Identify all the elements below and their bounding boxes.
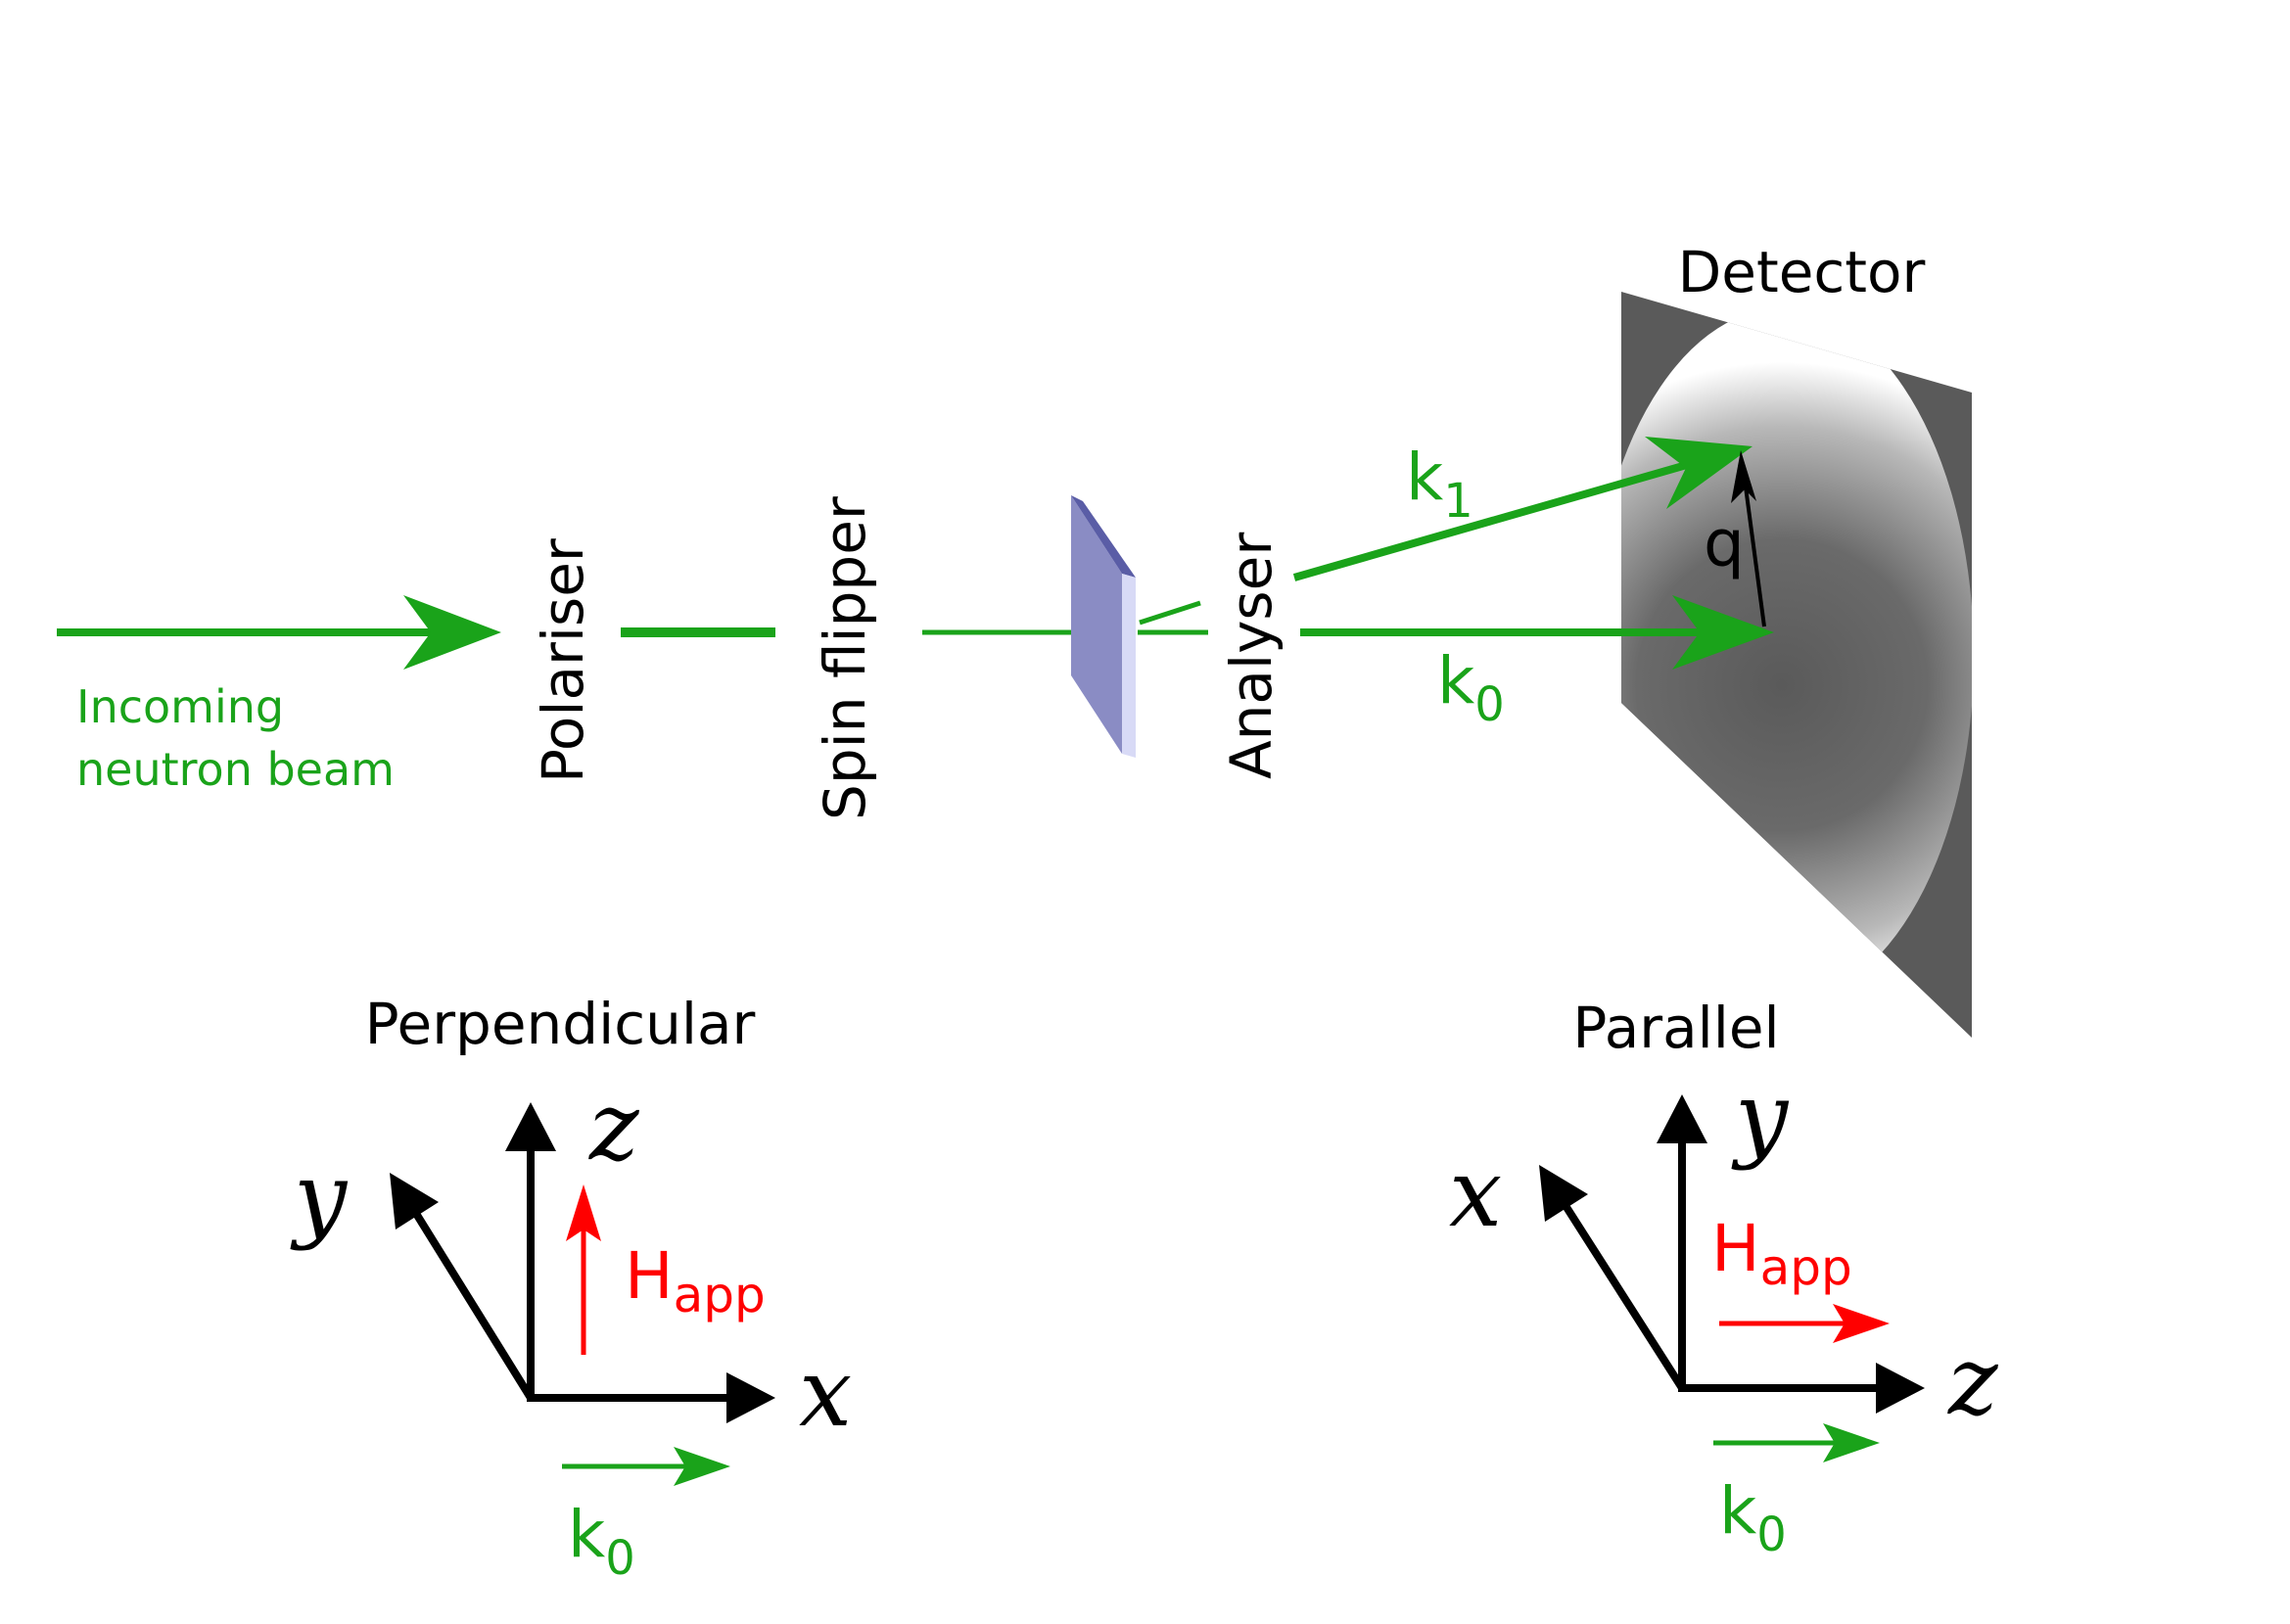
parallel-frame: Parallel y x z Happ k0 (1449, 995, 1999, 1562)
k0-label: k0 (1437, 643, 1505, 732)
k1-beam (1292, 437, 1753, 581)
perp-field-label: Happ (625, 1238, 766, 1323)
incoming-label-line1: Incoming (76, 680, 284, 733)
polariser-label: Polariser (530, 538, 596, 783)
par-k0-arrowhead (1823, 1423, 1880, 1462)
k1-arrowhead (1645, 437, 1753, 509)
perp-horizontal-arrowhead (726, 1372, 775, 1423)
detector-label: Detector (1678, 239, 1926, 305)
k0-beam (1300, 595, 1774, 670)
perp-diagonal-arrowhead (390, 1173, 439, 1230)
k0-arrowhead (1672, 595, 1774, 670)
q-vector (1731, 450, 1766, 627)
incoming-label-line2: neutron beam (76, 743, 395, 796)
par-axis-z-label: z (1947, 1326, 1999, 1436)
par-horizontal-arrowhead (1876, 1363, 1925, 1414)
perp-axis-z-label: z (588, 1072, 640, 1182)
sample-face (1071, 495, 1122, 754)
beam-arrowhead (403, 595, 501, 670)
incoming-beam (57, 595, 501, 670)
detector (1621, 292, 1972, 1038)
perp-axis-y-label: y (290, 1142, 349, 1252)
sample-top (1071, 495, 1136, 578)
perp-axis-x-label: x (799, 1338, 852, 1448)
par-axis-y-label: y (1731, 1062, 1790, 1172)
perp-k0-label: k0 (568, 1497, 635, 1586)
spin-flipper-label: Spin flipper (812, 496, 878, 820)
par-field-label: Happ (1711, 1211, 1852, 1296)
par-field-arrowhead (1833, 1304, 1890, 1343)
perp-k0-arrowhead (674, 1447, 730, 1486)
analyser-label: Analyser (1218, 533, 1285, 779)
par-vertical-arrowhead (1657, 1094, 1707, 1143)
perp-field-arrowhead (566, 1184, 601, 1241)
perpendicular-title: Perpendicular (365, 991, 756, 1057)
parallel-title: Parallel (1572, 995, 1779, 1061)
sample (1071, 495, 1136, 758)
perp-vertical-arrowhead (505, 1102, 556, 1151)
perpendicular-frame: Perpendicular z y x Happ k0 (290, 991, 852, 1586)
par-axis-x-label: x (1449, 1138, 1502, 1248)
q-arrowhead (1731, 450, 1756, 503)
q-label: q (1704, 506, 1745, 581)
k1-label: k1 (1406, 440, 1473, 529)
scattered-beam-segment (1139, 600, 1201, 626)
par-k0-label: k0 (1719, 1473, 1787, 1562)
detector-active-area (1621, 308, 1972, 1003)
par-diagonal-arrowhead (1539, 1165, 1588, 1222)
sample-edge (1122, 574, 1136, 758)
